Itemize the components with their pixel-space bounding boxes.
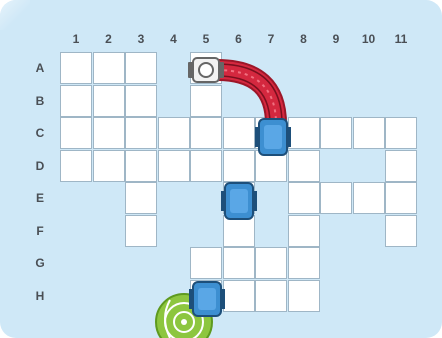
start-station-piece[interactable]: [188, 58, 224, 82]
curved-track-piece[interactable]: [217, 64, 282, 124]
train-car-piece[interactable]: [255, 119, 291, 155]
train-car-piece[interactable]: [189, 282, 225, 316]
train-car-piece[interactable]: [221, 183, 257, 219]
